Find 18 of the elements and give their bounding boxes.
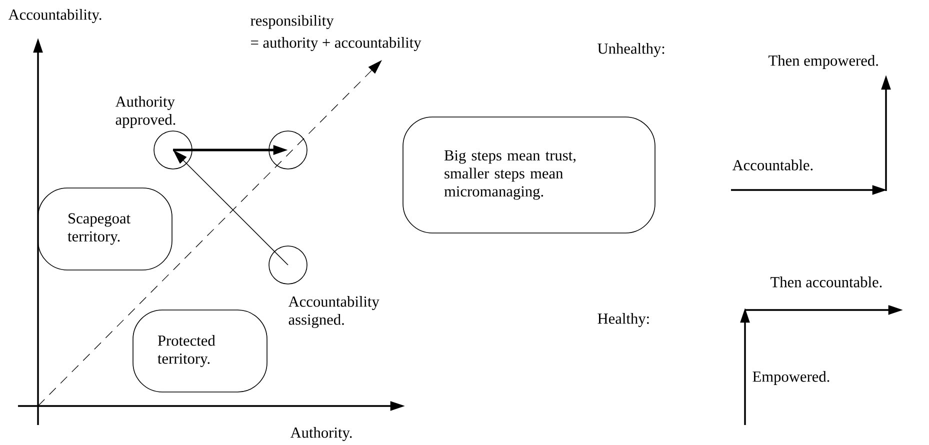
- circle: [154, 130, 192, 170]
- circle: [268, 246, 308, 284]
- text-label: Then empowered.: [768, 55, 878, 69]
- text-label: Authority.: [290, 427, 352, 441]
- rounded-box: Big steps mean trust, smaller steps mean micromanaging.: [402, 116, 656, 234]
- rounded-box: Scapegoat territory.: [38, 188, 172, 270]
- text-label: Healthy:: [598, 313, 649, 327]
- node-caption: Accountability assigned.: [288, 296, 380, 328]
- rounded-box: Protected territory.: [132, 310, 268, 392]
- text-label: responsibility: [250, 15, 334, 29]
- text-label: Empowered.: [752, 371, 830, 385]
- text-label: = authority + accountability: [251, 37, 422, 51]
- text-label: Accountable.: [732, 160, 813, 170]
- node-caption: Authority approved.: [115, 96, 176, 128]
- text-label: Unhealthy:: [598, 43, 664, 57]
- circle: [268, 130, 308, 170]
- text-label: Accountability.: [8, 9, 102, 23]
- text-label: Then accountable.: [770, 276, 882, 288]
